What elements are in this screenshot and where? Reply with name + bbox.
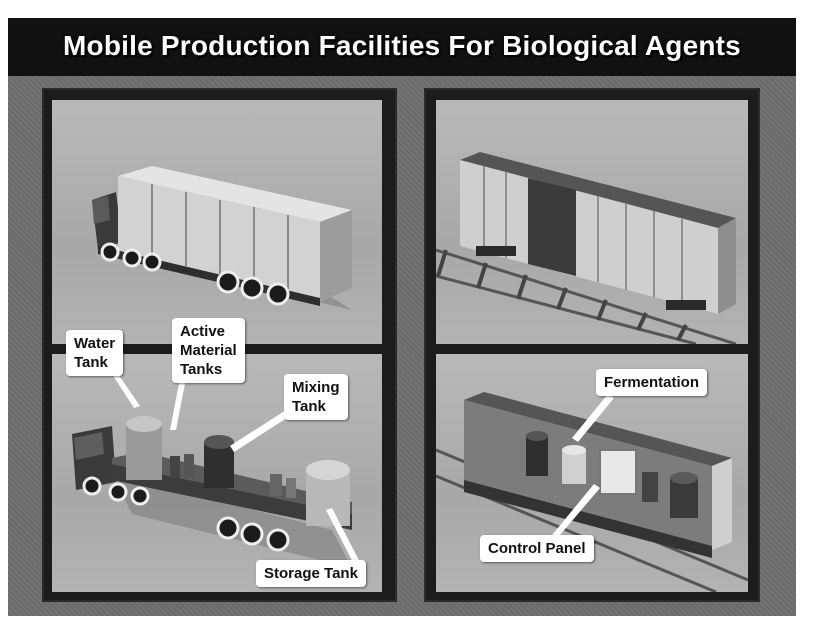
truck-exterior-image [92,166,352,310]
railcar-exterior-image [436,152,737,344]
truck-cutaway-image [72,416,352,568]
active-material-tanks-label: Active Material Tanks [172,318,245,383]
water-tank-label: Water Tank [66,330,124,376]
fermentation-label: Fermentation [596,369,708,396]
railcar-exterior-panel [436,100,748,344]
mixing-tank-label: Mixing Tank [284,374,348,420]
truck-exterior-panel [52,100,382,344]
control-panel-label: Control Panel [480,535,594,562]
slide-title: Mobile Production Facilities For Biologi… [63,30,741,61]
slide: Mobile Production Facilities For Biologi… [8,18,796,616]
storage-tank-label: Storage Tank [256,560,366,587]
title-bar: Mobile Production Facilities For Biologi… [8,18,796,76]
